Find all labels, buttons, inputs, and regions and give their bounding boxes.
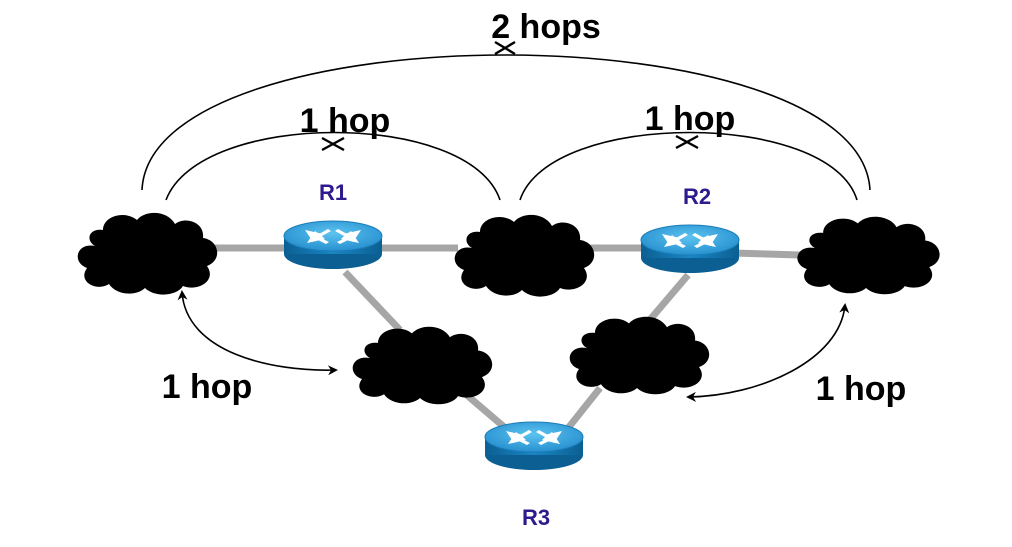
right-hop-arrow bbox=[686, 303, 850, 402]
link-cloud-lowright-r3 bbox=[562, 385, 603, 435]
left-hop-arrow bbox=[177, 290, 338, 376]
link-r1-cloud-lowleft bbox=[342, 269, 403, 333]
router-r3 bbox=[484, 421, 584, 471]
left-one-hop-label: 1 hop bbox=[162, 368, 253, 406]
cloud-left bbox=[77, 212, 218, 295]
arc-one-hop-r1 bbox=[165, 131, 501, 201]
router-r2 bbox=[640, 224, 740, 274]
router-r1 bbox=[283, 220, 383, 270]
cloud-lower-right bbox=[569, 316, 710, 395]
r1-one-hop-label: 1 hop bbox=[300, 102, 391, 140]
arc-two-hops bbox=[141, 54, 871, 191]
link-r2-cloud-lowright bbox=[645, 272, 691, 325]
right-one-hop-label: 1 hop bbox=[816, 370, 907, 408]
cloud-center bbox=[454, 214, 595, 297]
cloud-lower-left bbox=[352, 326, 493, 405]
arc-cross-marks bbox=[321, 40, 699, 152]
two-hops-label: 2 hops bbox=[491, 8, 601, 46]
router-r2-label: R2 bbox=[683, 184, 711, 209]
cloud-right bbox=[797, 216, 940, 295]
link-r2-cloud-right bbox=[731, 249, 801, 259]
router-r1-label: R1 bbox=[319, 180, 347, 205]
r2-one-hop-label: 1 hop bbox=[645, 100, 736, 138]
arc-one-hop-r2 bbox=[519, 131, 858, 201]
router-r3-label: R3 bbox=[522, 505, 550, 530]
